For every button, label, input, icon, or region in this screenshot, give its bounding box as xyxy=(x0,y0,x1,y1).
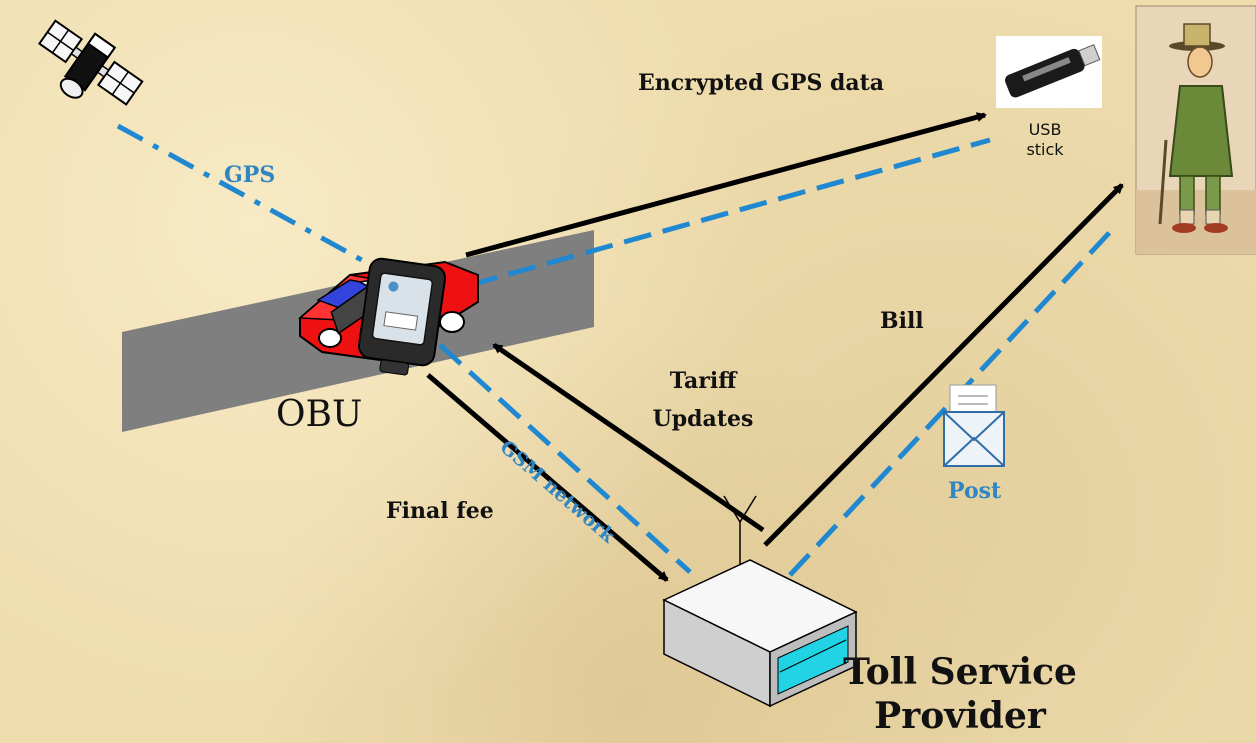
encrypted-gps-data-label: Encrypted GPS data xyxy=(638,70,885,96)
usb-stick-label: USB stick xyxy=(1010,120,1080,160)
usb-label-line2: stick xyxy=(1026,140,1064,159)
envelope-icon xyxy=(943,384,1005,467)
tariff-updates-label: Tariff Updates xyxy=(648,362,758,438)
bill-label: Bill xyxy=(880,308,924,334)
wireless-links xyxy=(116,123,1112,577)
server-icon xyxy=(662,559,858,708)
usb-label-line1: USB xyxy=(1028,120,1062,139)
encrypted-gps-arrow xyxy=(465,112,987,258)
obu-label: OBU xyxy=(276,394,363,435)
toll-service-provider-label: Toll Service Provider xyxy=(830,650,1090,738)
tariff-label-line2: Updates xyxy=(652,406,754,432)
bill-arrow xyxy=(763,183,1124,547)
obu-device-icon xyxy=(330,257,447,376)
tsp-label-line1: Toll Service xyxy=(843,651,1077,693)
usb-stick-icon xyxy=(996,36,1102,108)
usb-data-link xyxy=(469,137,991,288)
message-arrows xyxy=(426,112,1124,582)
satellite-icon xyxy=(37,19,144,106)
person-illustration xyxy=(1135,5,1256,255)
gsm-link xyxy=(438,343,692,574)
gps-link xyxy=(116,123,382,273)
final-fee-label: Final fee xyxy=(386,498,494,524)
gps-label: GPS xyxy=(224,162,276,188)
tsp-label-line2: Provider xyxy=(874,695,1046,737)
tariff-label-line1: Tariff xyxy=(669,368,737,394)
post-label: Post xyxy=(948,478,1002,504)
final-fee-arrow xyxy=(426,373,669,582)
tariff-updates-arrow xyxy=(492,342,765,533)
